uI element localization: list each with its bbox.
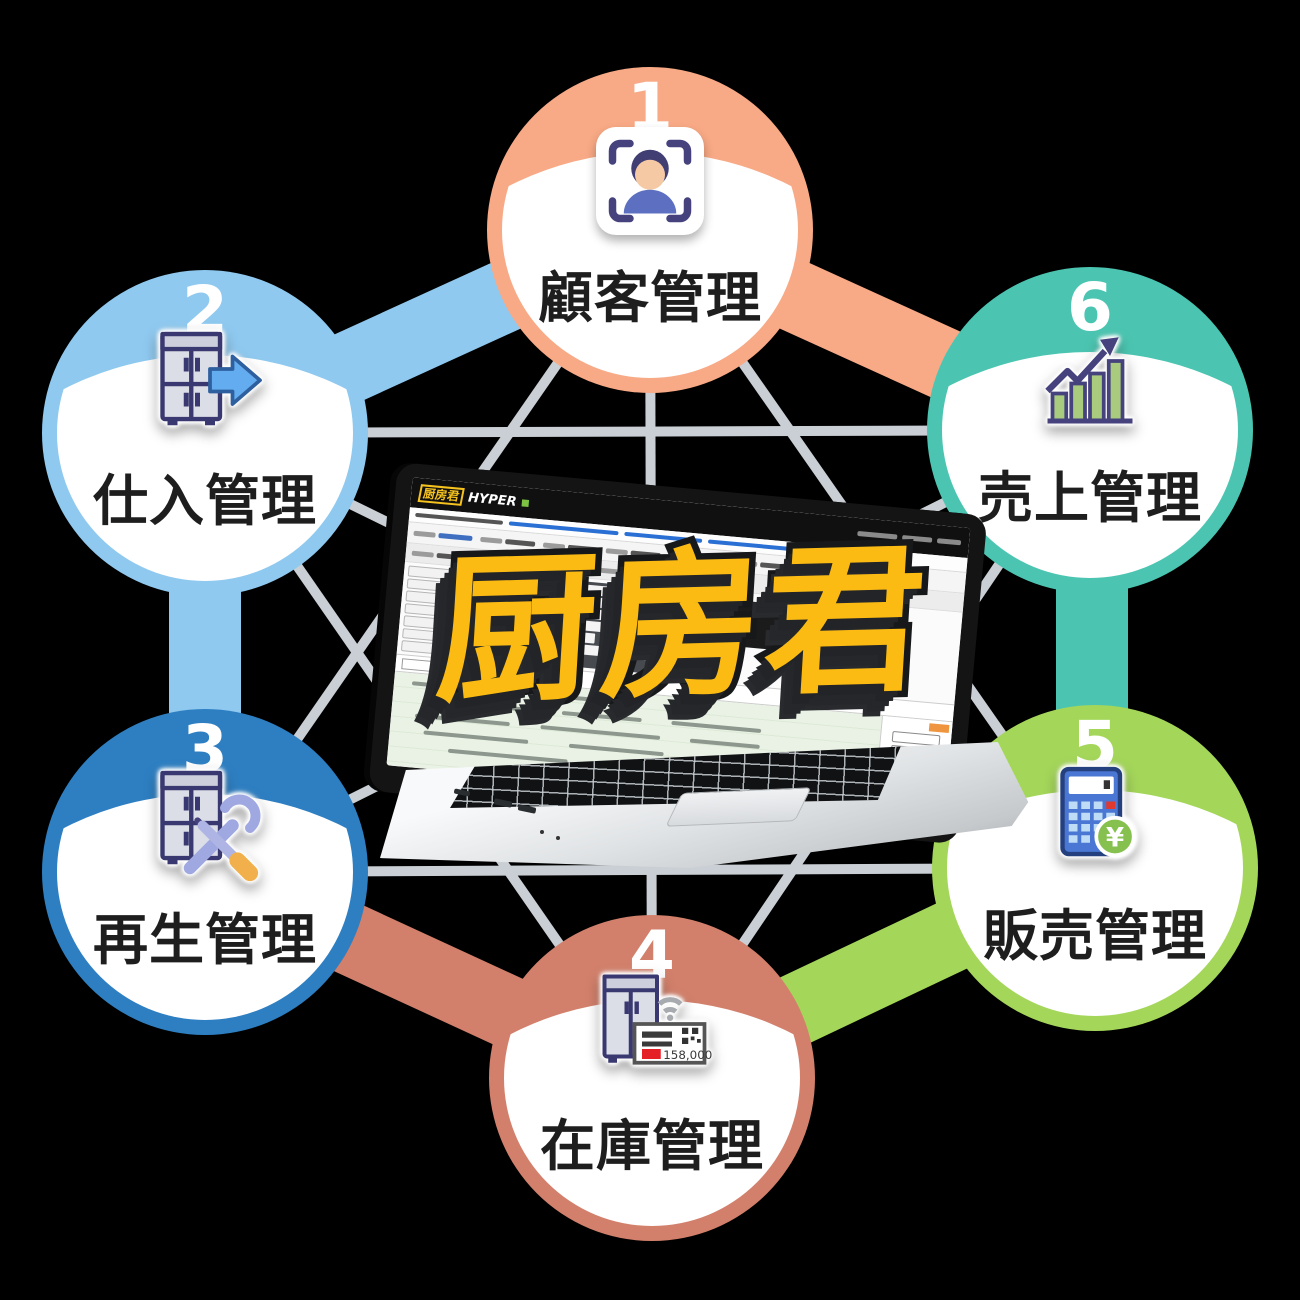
topbar-logout-text [936,537,962,545]
node-inventory-management: 4 [489,915,815,1241]
price-tag-value: 158,000 [663,1048,712,1062]
screen-filter-select[interactable] [401,657,435,672]
cabinet-price-tag-icon: 158,000 [592,969,712,1089]
node-label: 在庫管理 [539,1114,764,1178]
cabinet-repair-tools-icon [145,763,265,883]
cabinet-outbound-arrow-icon [145,324,265,444]
sales-growth-chart-icon [1030,321,1150,441]
svg-text:¥: ¥ [1106,824,1124,854]
node-regeneration-management: 3 再生管理 [42,709,368,1035]
node-number: 6 [1067,269,1113,346]
laptop: 厨房君 HYPER [368,450,1060,880]
node-purchase-management: 2 仕入管理 [42,270,368,596]
product-title: 厨房君 [425,519,941,732]
node-customer-management: 1 顧客管理 [487,67,813,393]
laptop-trackpad [665,787,812,827]
face-scan-icon [590,121,710,241]
node-label: 再生管理 [92,908,317,972]
laptop-indicator-dot [556,836,560,840]
node-label: 売上管理 [977,466,1202,530]
node-label: 顧客管理 [537,266,762,330]
node-label: 販売管理 [982,904,1207,968]
calculator-yen-icon: ¥ [1035,759,1155,879]
node-label: 仕入管理 [92,469,317,533]
laptop-indicator-dot [540,830,544,834]
panel-badge [928,723,950,734]
